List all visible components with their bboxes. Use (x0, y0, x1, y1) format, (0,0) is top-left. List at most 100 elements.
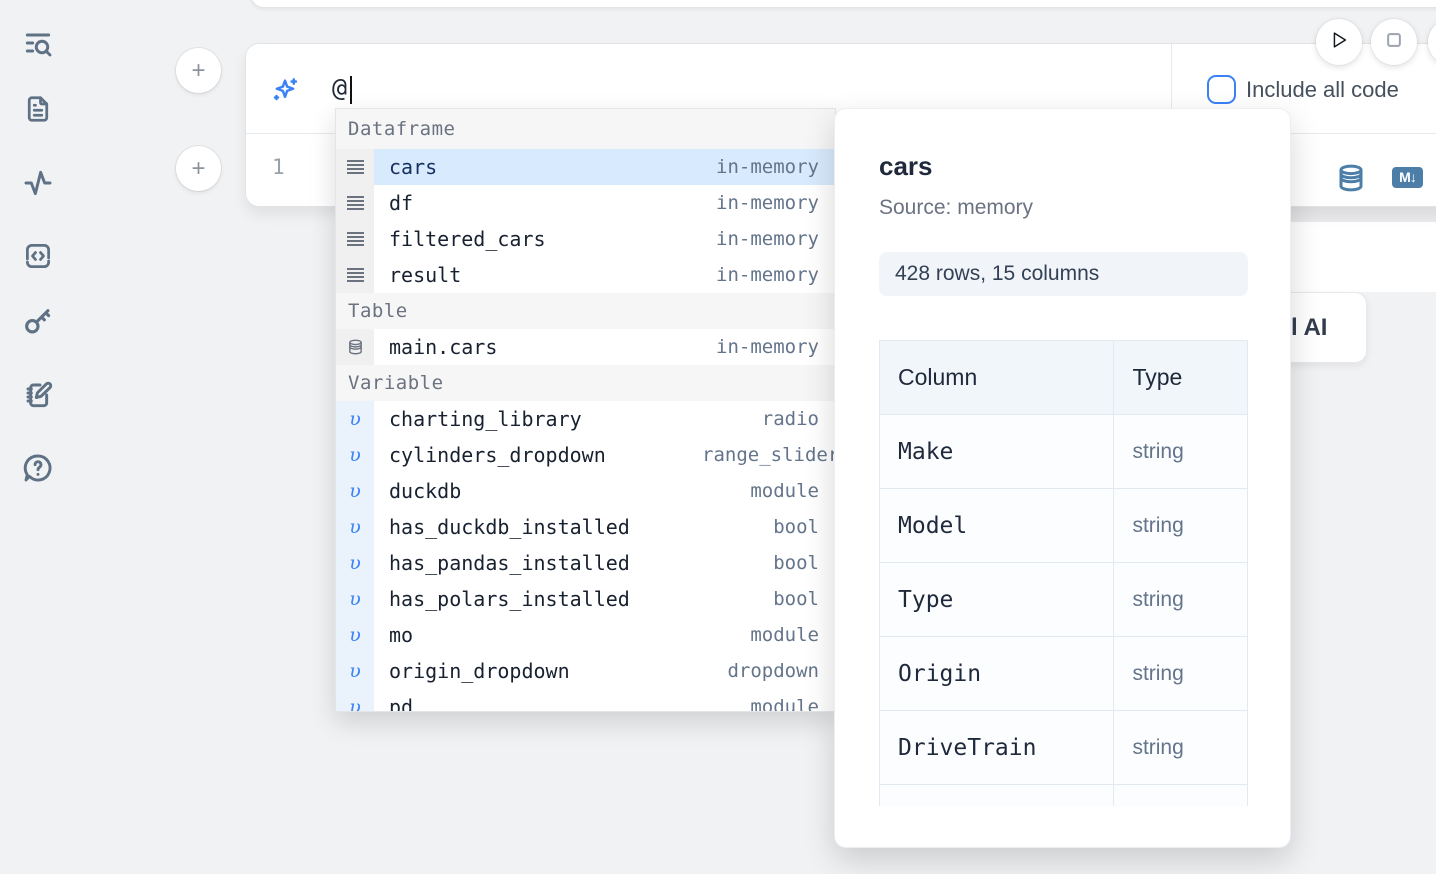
ai-sparkle-icon (270, 75, 300, 105)
dataframe-preview-popup: cars Source: memory 428 rows, 15 columns… (834, 108, 1291, 848)
autocomplete-item-filtered_cars[interactable]: filtered_cars in-memory (336, 221, 835, 257)
item-name: main.cars (389, 335, 498, 359)
autocomplete-item-main: has_polars_installed bool (374, 581, 835, 617)
autocomplete-item-main.cars[interactable]: main.cars in-memory (336, 329, 835, 365)
dataframe-icon (336, 185, 374, 221)
line-number: 1 (272, 155, 285, 179)
item-name: mo (389, 623, 414, 647)
item-name: duckdb (389, 479, 462, 503)
database-icon[interactable] (1336, 163, 1366, 193)
schema-column-type: string (1113, 710, 1248, 785)
item-type: in-memory (716, 264, 819, 286)
item-name: has_duckdb_installed (389, 515, 630, 539)
stop-button[interactable] (1371, 19, 1417, 65)
item-type: bool (773, 588, 819, 610)
autocomplete-item-main: result in-memory (374, 257, 835, 293)
text-caret (350, 76, 352, 104)
item-type: in-memory (716, 228, 819, 250)
schema-column-name: Type (879, 562, 1115, 637)
preview-source: Source: memory (879, 196, 1034, 219)
schema-column-name: Origin (879, 636, 1115, 711)
dataframe-icon (336, 149, 374, 185)
autocomplete-item-result[interactable]: result in-memory (336, 257, 835, 293)
activity-icon[interactable] (19, 164, 57, 202)
dataframe-icon (336, 221, 374, 257)
item-type: module (750, 480, 819, 502)
ai-options-zone: Include all code (1171, 44, 1436, 133)
autocomplete-item-main: filtered_cars in-memory (374, 221, 835, 257)
autocomplete-item-main: duckdb module (374, 473, 835, 509)
item-type: in-memory (716, 192, 819, 214)
help-icon[interactable] (19, 449, 57, 487)
item-name: has_polars_installed (389, 587, 630, 611)
schema-column-type: string (1113, 488, 1248, 563)
schema-col-header: Column (879, 340, 1115, 415)
schema-type-header: Type (1113, 340, 1248, 415)
autocomplete-item-main: cylinders_dropdown range_slider (374, 437, 835, 473)
run-cell-button[interactable] (1316, 19, 1362, 65)
autocomplete-item-df[interactable]: df in-memory (336, 185, 835, 221)
item-name: filtered_cars (389, 227, 546, 251)
item-type: range_slider (702, 444, 835, 466)
autocomplete-item-main: has_duckdb_installed bool (374, 509, 835, 545)
schema-row-partial (879, 784, 1248, 806)
include-all-code-checkbox[interactable] (1207, 75, 1236, 104)
add-cell-above-button[interactable]: + (176, 48, 221, 93)
autocomplete-item-main: df in-memory (374, 185, 835, 221)
ai-prompt-input[interactable]: @ (332, 73, 348, 102)
schema-column-name: DriveTrain (879, 710, 1115, 785)
item-name: cylinders_dropdown (389, 443, 606, 467)
item-type: bool (773, 516, 819, 538)
key-icon[interactable] (19, 303, 57, 341)
schema-column-type: string (1113, 414, 1248, 489)
notebook-edit-icon[interactable] (19, 376, 57, 414)
item-name: result (389, 263, 462, 287)
preview-title: cars (879, 151, 933, 181)
autocomplete-item-main: mo module (374, 617, 835, 653)
stop-icon (1384, 30, 1404, 55)
include-all-code-label: Include all code (1246, 77, 1399, 102)
schema-column-name: Make (879, 414, 1115, 489)
item-type: module (750, 696, 819, 712)
item-name: charting_library (389, 407, 582, 431)
autocomplete-section-header: Dataframe (336, 109, 835, 149)
add-cell-below-button[interactable]: + (176, 146, 221, 191)
item-name: has_pandas_installed (389, 551, 630, 575)
markdown-icon[interactable]: M↓ (1392, 167, 1423, 188)
code-editor-row[interactable]: 1 M↓ (246, 135, 1436, 207)
item-type: module (750, 624, 819, 646)
database-icon (336, 329, 374, 365)
autocomplete-section-header: Variable (336, 365, 835, 401)
schema-column-name: Model (879, 488, 1115, 563)
overflow-button[interactable] (1428, 19, 1436, 65)
schema-column-type: string (1113, 636, 1248, 711)
list-search-icon[interactable] (19, 24, 57, 62)
autocomplete-item-main: main.cars in-memory (374, 329, 835, 365)
variable-icon: υ (336, 545, 374, 581)
code-snippets-icon[interactable] (19, 237, 57, 275)
item-type: in-memory (716, 336, 819, 358)
variable-icon: υ (336, 473, 374, 509)
item-name: df (389, 191, 414, 215)
item-type: dropdown (727, 660, 819, 682)
file-text-icon[interactable] (19, 90, 57, 128)
